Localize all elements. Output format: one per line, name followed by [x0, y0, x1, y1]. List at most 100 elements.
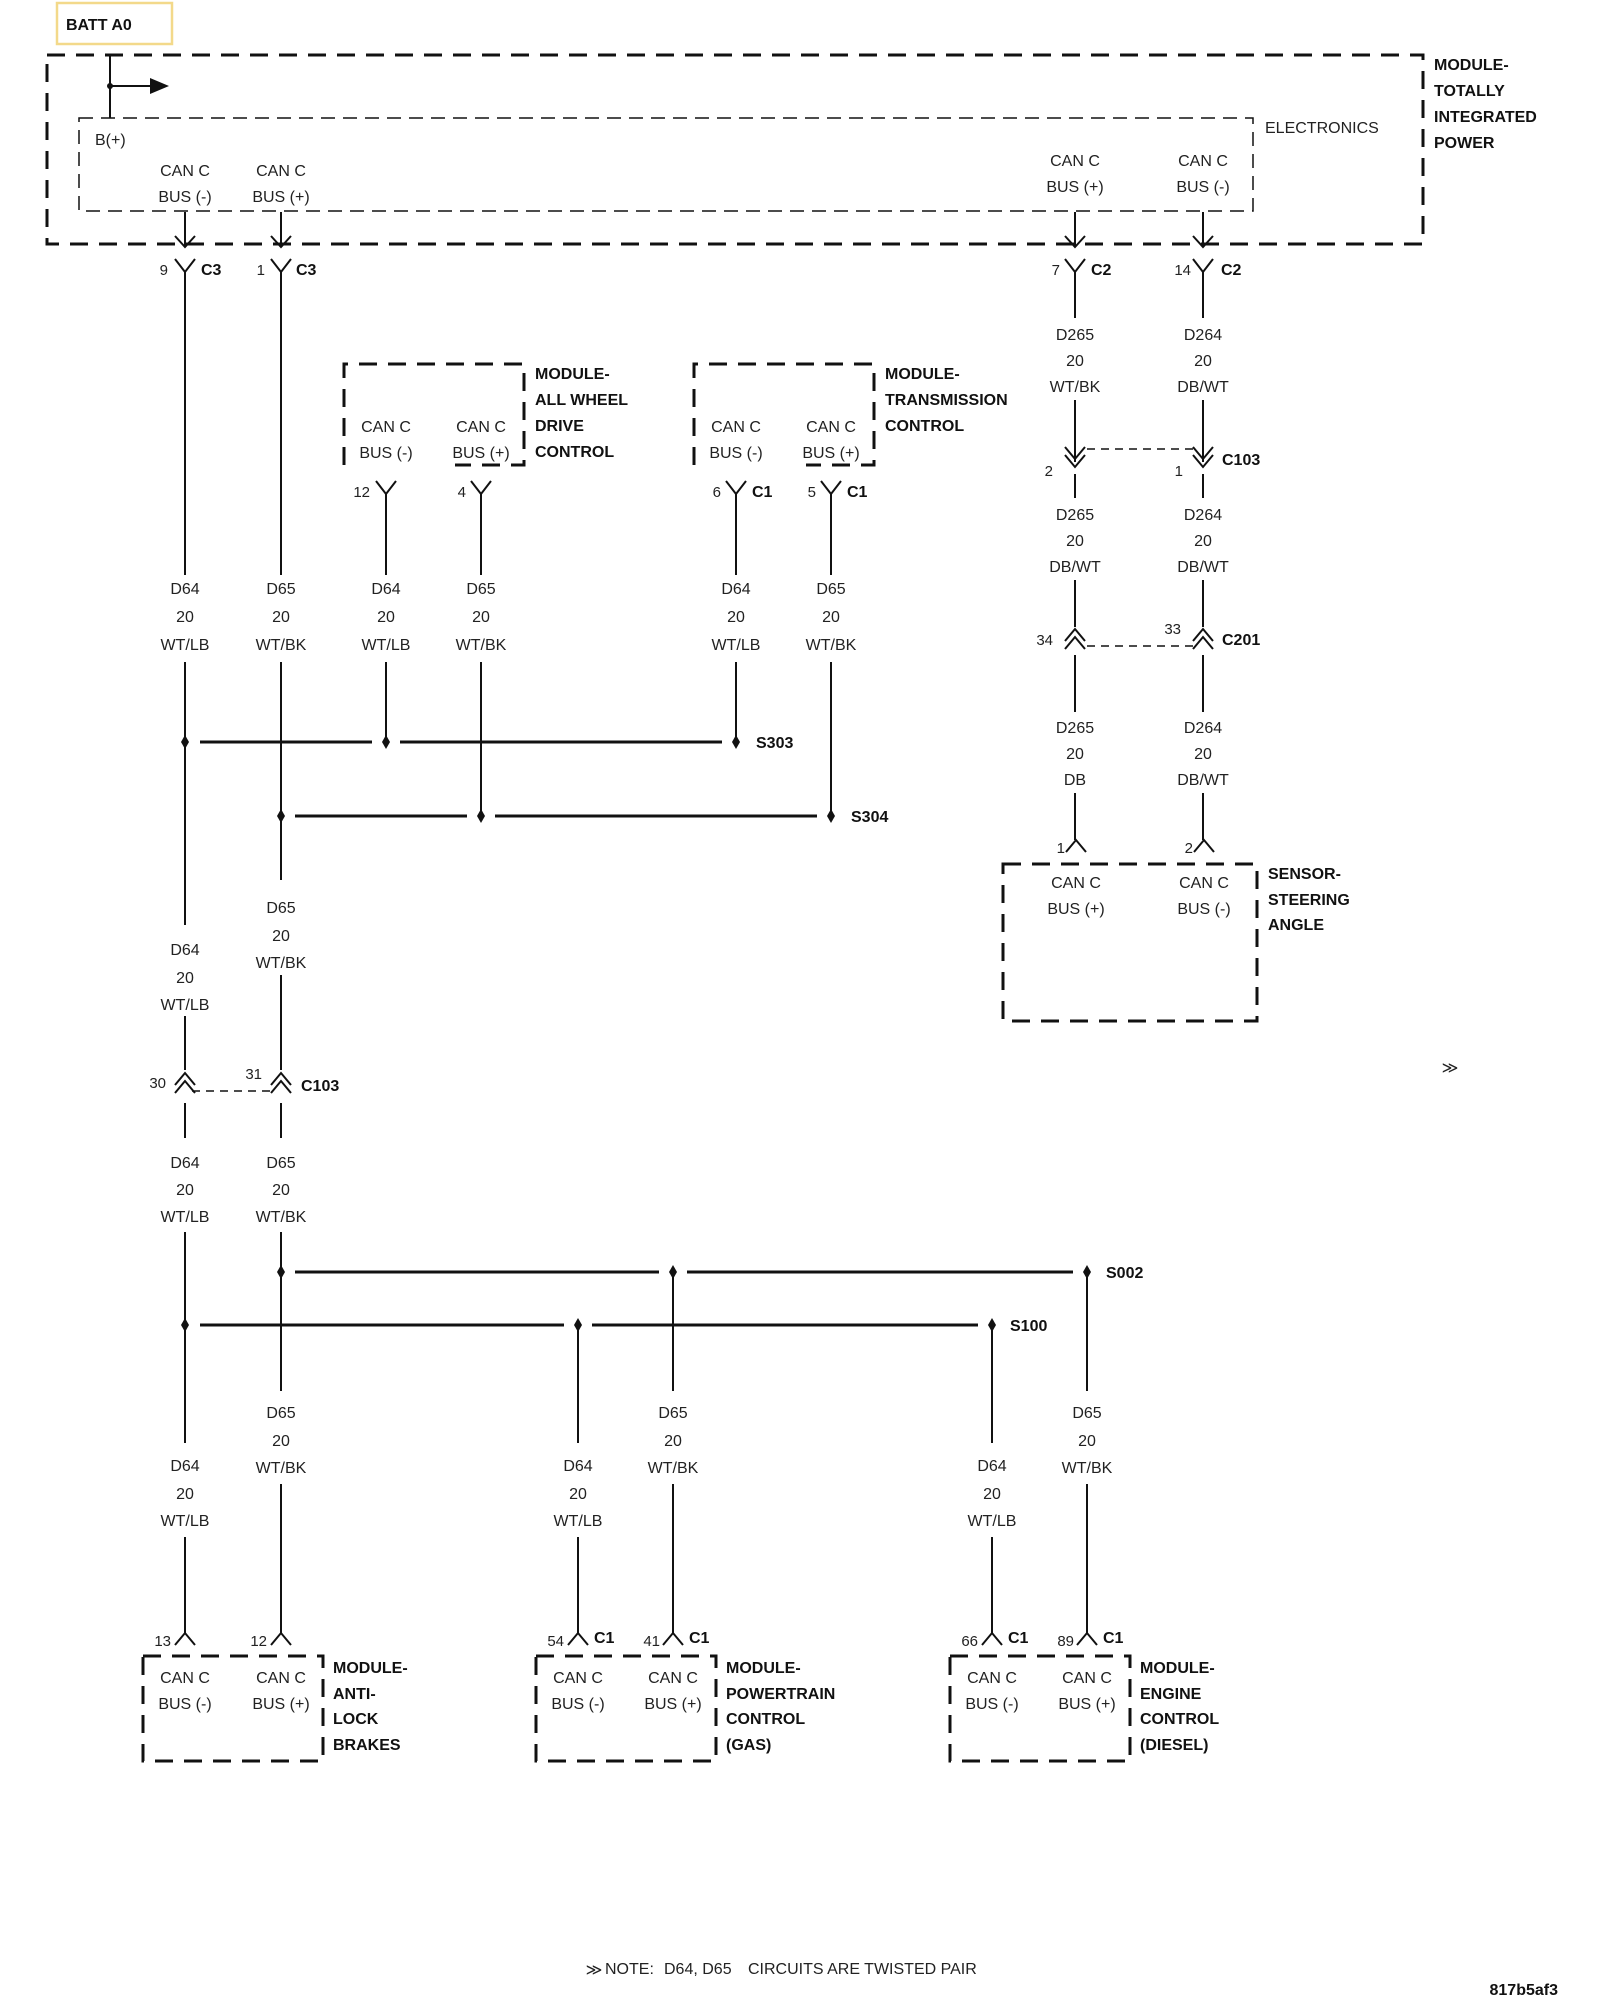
connector-fork-icon [1065, 838, 1087, 853]
sas-border [1001, 862, 1259, 1023]
ecm-pin2-l2: BUS (+) [1058, 1696, 1115, 1713]
batt-a0-tab[interactable]: BATT A0 [55, 1, 174, 46]
abs-pin2-l2: BUS (+) [252, 1696, 309, 1713]
splice-node-icon [277, 809, 285, 823]
wire-labels: D64 20 WT/LB D65 20 WT/BK D64 20 WT/LB D… [161, 327, 1229, 1530]
tipm-connectors: 9 C3 1 C3 7 C2 14 C2 [160, 258, 1242, 279]
note-text: CIRCUITS ARE TWISTED PAIR [748, 1961, 977, 1978]
abs-name-4: BRAKES [333, 1737, 401, 1754]
pin-number: 12 [353, 484, 370, 501]
splice-node-icon [669, 1265, 677, 1279]
abs-name-1: MODULE- [333, 1660, 408, 1677]
wire-color: WT/BK [1062, 1460, 1113, 1477]
connector-fork-icon [820, 480, 842, 496]
wire-circuit: D65 [266, 1155, 295, 1172]
pin-number: 12 [250, 1633, 267, 1650]
wire-circuit: D64 [563, 1458, 592, 1475]
wire-circuit: D65 [816, 581, 845, 598]
inline-connector-icon [1064, 627, 1086, 650]
connector-fork-icon [270, 258, 292, 274]
wire-circuit: D264 [1184, 720, 1222, 737]
ecm-name-1: MODULE- [1140, 1660, 1215, 1677]
awd-name-3: DRIVE [535, 418, 584, 435]
tipm-pin1-l1: CAN C [160, 163, 210, 180]
pin-number: 89 [1057, 1633, 1074, 1650]
wire-circuit: D264 [1184, 327, 1222, 344]
pin-number: 31 [245, 1066, 262, 1083]
wire-color: DB/WT [1177, 772, 1229, 789]
wire-circuit: D64 [170, 1458, 199, 1475]
batt-a0-label: BATT A0 [66, 17, 132, 34]
tipm-pin-arrow-icon [270, 212, 292, 249]
abs-pin1-l1: CAN C [160, 1670, 210, 1687]
diagram-id: 817b5af3 [1490, 1982, 1559, 1999]
connector-name: C1 [1103, 1630, 1124, 1647]
ecm-border [948, 1654, 1132, 1763]
sas-name-1: SENSOR- [1268, 866, 1341, 883]
tcm-name-2: TRANSMISSION [885, 392, 1008, 409]
bplus-dot [107, 83, 113, 89]
wire-circuit: D64 [170, 942, 199, 959]
inline-connector-icon [1064, 446, 1086, 469]
wire-color: WT/LB [712, 637, 761, 654]
wire-color: WT/BK [256, 637, 307, 654]
pin-number: 9 [160, 262, 168, 279]
awd-name-4: CONTROL [535, 444, 614, 461]
wire-circuit: D65 [266, 581, 295, 598]
wire-gauge: 20 [664, 1433, 682, 1450]
connector-fork-icon [1192, 258, 1214, 274]
tipm-pin2-l1: CAN C [256, 163, 306, 180]
pcm-name-3: CONTROL [726, 1711, 805, 1728]
wire-circuit: D265 [1056, 507, 1094, 524]
connector-name: C1 [847, 484, 868, 501]
note-circuits: D64, D65 [664, 1961, 732, 1978]
connector-name: C1 [689, 1630, 710, 1647]
connector-c103-bottom: 30 31 C103 [149, 1066, 339, 1095]
ecm-name-4: (DIESEL) [1140, 1737, 1208, 1754]
splice-s002: S002 [277, 1265, 1143, 1282]
wire-color: WT/BK [806, 637, 857, 654]
wire-circuit: D64 [721, 581, 750, 598]
pin-number: 1 [1057, 840, 1065, 857]
splice-s304: S304 [277, 804, 888, 828]
module-pcm: MODULE- POWERTRAIN CONTROL (GAS) CAN C B… [534, 1630, 835, 1763]
wire-color: WT/LB [161, 1209, 210, 1226]
inline-connector-icon [1192, 627, 1214, 650]
inline-connector-icon [174, 1071, 196, 1094]
wire-gauge: 20 [176, 970, 194, 987]
wire-color: DB/WT [1177, 559, 1229, 576]
wire-circuit: D64 [170, 581, 199, 598]
ecm-pin1-l2: BUS (-) [965, 1696, 1018, 1713]
wire-gauge: 20 [727, 609, 745, 626]
pin-number: 2 [1045, 463, 1053, 480]
wire-gauge: 20 [569, 1486, 587, 1503]
pin-number: 33 [1164, 621, 1181, 638]
tipm-electronics-border [78, 117, 1254, 212]
wire-circuit: D64 [371, 581, 400, 598]
pin-number: 30 [149, 1075, 166, 1092]
wire-gauge: 20 [377, 609, 395, 626]
wire-gauge: 20 [1066, 746, 1084, 763]
wire-color: WT/BK [648, 1460, 699, 1477]
sas-pin2-l1: CAN C [1179, 875, 1229, 892]
wire-gauge: 20 [272, 1182, 290, 1199]
sas-pin1-l2: BUS (+) [1047, 901, 1104, 918]
module-tipm: MODULE- TOTALLY INTEGRATED POWER ELECTRO… [45, 53, 1537, 249]
tipm-name-2: TOTALLY [1434, 83, 1505, 100]
wire-circuit: D265 [1056, 327, 1094, 344]
connector-name: C103 [1222, 452, 1260, 469]
pin-number: 4 [458, 484, 466, 501]
wire-color: DB/WT [1177, 379, 1229, 396]
footer-note: ≫ NOTE: D64, D65 CIRCUITS ARE TWISTED PA… [586, 1961, 977, 1979]
awd-border [342, 362, 526, 467]
tcm-name-1: MODULE- [885, 366, 960, 383]
splice-label: S304 [851, 809, 888, 826]
tcm-border [692, 362, 876, 467]
connector-fork-icon [1064, 258, 1086, 274]
connector-fork-icon [174, 1631, 196, 1646]
connector-name: C201 [1222, 632, 1260, 649]
sas-name-3: ANGLE [1268, 917, 1324, 934]
connector-fork-icon [1076, 1631, 1098, 1646]
tcm-pin2-l1: CAN C [806, 419, 856, 436]
